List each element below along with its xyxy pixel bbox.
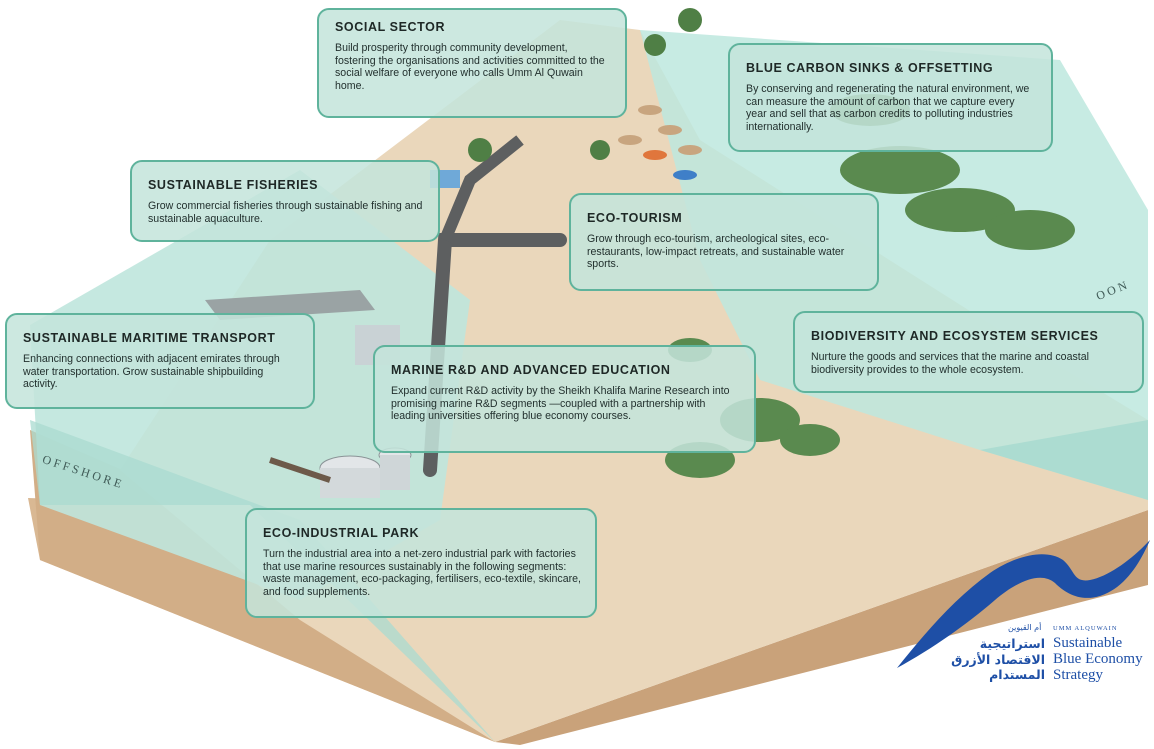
industrial-tanks xyxy=(269,447,412,498)
logo-arabic-line: استراتيجية xyxy=(979,636,1045,651)
soil-right-face xyxy=(495,510,1148,745)
offshore-water-front xyxy=(30,420,495,742)
eco-industrial-park-card: ECO-INDUSTRIAL PARK Turn the industrial … xyxy=(245,508,597,618)
card-text: Enhancing connections with adjacent emir… xyxy=(23,353,280,391)
beach-umbrellas xyxy=(618,105,702,180)
card-text: Turn the industrial area into a net-zero… xyxy=(263,548,581,598)
biodiversity-card: BIODIVERSITY AND ECOSYSTEM SERVICES Nurt… xyxy=(793,311,1144,393)
card-title: ECO-TOURISM xyxy=(587,211,683,225)
card-title: SUSTAINABLE MARITIME TRANSPORT xyxy=(23,331,276,345)
logo-arabic-small: أم القيوين xyxy=(1008,623,1042,632)
card-text: By conserving and regenerating the natur… xyxy=(746,83,1030,133)
card-text: Grow through eco-tourism, archeological … xyxy=(587,233,845,271)
card-title: SOCIAL SECTOR xyxy=(335,20,446,34)
palm-trees xyxy=(468,8,702,162)
card-title: BLUE CARBON SINKS & OFFSETTING xyxy=(746,61,994,75)
card-title: BIODIVERSITY AND ECOSYSTEM SERVICES xyxy=(811,329,1099,343)
wave-logo-icon xyxy=(897,540,1150,668)
social-sector-card: SOCIAL SECTOR Build prosperity through c… xyxy=(317,8,627,118)
pier xyxy=(205,290,375,320)
card-title: ECO-INDUSTRIAL PARK xyxy=(263,526,420,540)
sustainable-fisheries-card: SUSTAINABLE FISHERIES Grow commercial fi… xyxy=(130,160,440,242)
card-text: Nurture the goods and services that the … xyxy=(811,351,1089,376)
maritime-transport-card: SUSTAINABLE MARITIME TRANSPORT Enhancing… xyxy=(5,313,315,409)
logo-arabic-block: استراتيجية الاقتصاد الأزرق المستدام xyxy=(950,636,1045,683)
card-text: Build prosperity through community devel… xyxy=(335,42,605,92)
logo-english-line: Strategy xyxy=(1053,667,1103,683)
card-title: MARINE R&D AND ADVANCED EDUCATION xyxy=(391,363,671,377)
logo-english-small: UMM ALQUWAIN xyxy=(1053,625,1118,632)
logo-english-line: Sustainable xyxy=(1053,635,1123,651)
logo-english-line: Blue Economy xyxy=(1053,651,1143,667)
logo-english-block: Sustainable Blue Economy Strategy xyxy=(1053,635,1143,683)
marine-rd-card: MARINE R&D AND ADVANCED EDUCATION Expand… xyxy=(373,345,756,453)
logo-arabic-line: المستدام xyxy=(989,667,1045,682)
blue-carbon-card: BLUE CARBON SINKS & OFFSETTING By conser… xyxy=(728,43,1053,152)
lagoon-front xyxy=(980,420,1148,500)
eco-tourism-card: ECO-TOURISM Grow through eco-tourism, ar… xyxy=(569,193,879,291)
logo-arabic-line: الاقتصاد الأزرق xyxy=(951,651,1045,667)
road-branch xyxy=(439,135,524,243)
card-text: Expand current R&D activity by the Sheik… xyxy=(391,385,730,423)
card-title: SUSTAINABLE FISHERIES xyxy=(148,178,319,192)
card-text: Grow commercial fisheries through sustai… xyxy=(148,200,423,225)
